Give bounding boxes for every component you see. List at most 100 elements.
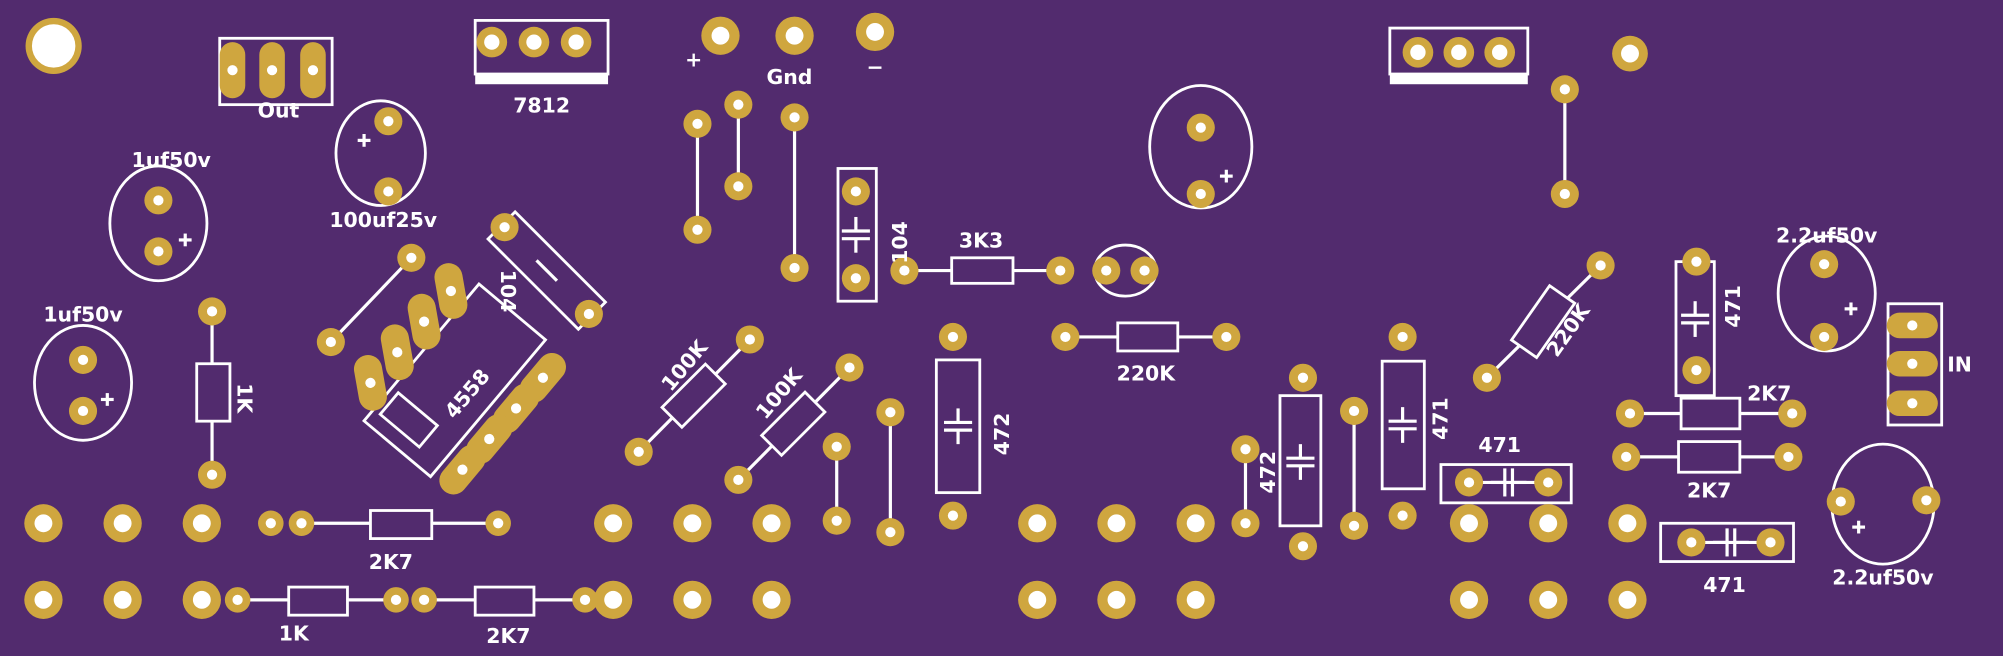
drill-hole bbox=[692, 224, 703, 235]
resistor-100k-b-body bbox=[759, 390, 827, 458]
label-out: Out bbox=[258, 98, 300, 122]
drill-hole bbox=[1240, 518, 1251, 529]
drill-hole bbox=[1907, 320, 1918, 331]
resistor-1k-body bbox=[195, 362, 232, 423]
drill-hole bbox=[1028, 590, 1047, 609]
drill-hole bbox=[537, 372, 549, 383]
label-220k-h: 220K bbox=[1117, 361, 1177, 385]
resistor-2k7-bottom-b-body bbox=[473, 585, 536, 617]
drill-hole bbox=[683, 590, 702, 609]
oval-pad bbox=[219, 42, 246, 99]
label-in: IN bbox=[1947, 352, 1972, 376]
resistor-220k-body bbox=[1116, 321, 1180, 353]
oval-pad bbox=[259, 42, 285, 99]
capacitor-1uf-top-outline bbox=[108, 164, 209, 283]
drill-hole bbox=[1348, 405, 1360, 417]
drill-hole bbox=[1618, 514, 1637, 533]
label-2k7-b: 2K7 bbox=[1687, 479, 1731, 503]
drill-hole bbox=[1028, 514, 1047, 533]
drill-hole bbox=[113, 590, 132, 609]
drill-hole bbox=[1621, 451, 1632, 463]
drill-hole bbox=[383, 116, 394, 127]
silk-line bbox=[535, 259, 559, 282]
drill-hole bbox=[692, 118, 703, 129]
drill-hole bbox=[493, 518, 504, 529]
drill-hole bbox=[683, 514, 702, 533]
drill-hole bbox=[265, 518, 276, 529]
drill-hole bbox=[1055, 265, 1066, 276]
drill-hole bbox=[1543, 477, 1554, 488]
drill-hole bbox=[77, 405, 89, 417]
drill-hole bbox=[1621, 44, 1639, 63]
label-gnd: Gnd bbox=[766, 65, 812, 89]
mounting-hole-drill bbox=[31, 24, 76, 68]
label-3k3: 3K3 bbox=[959, 229, 1003, 253]
drill-hole bbox=[1618, 590, 1637, 609]
label-2k7-bottom-a: 2K7 bbox=[369, 550, 413, 574]
label-471-bottom: 471 bbox=[1703, 573, 1746, 597]
drill-hole bbox=[831, 441, 842, 452]
drill-hole bbox=[232, 594, 243, 605]
drill-hole bbox=[604, 590, 623, 609]
drill-hole bbox=[785, 26, 804, 45]
drill-hole bbox=[1819, 331, 1830, 343]
drill-hole bbox=[1539, 590, 1558, 609]
label-2-2uf-bottom: 2.2uf50v bbox=[1832, 566, 1933, 590]
drill-hole bbox=[1765, 537, 1776, 548]
drill-hole bbox=[1195, 122, 1206, 133]
oval-pad bbox=[434, 263, 468, 319]
drill-hole bbox=[266, 65, 278, 76]
oval-pad bbox=[439, 444, 486, 495]
drill-hole bbox=[206, 469, 218, 480]
drill-hole bbox=[1297, 541, 1309, 552]
drill-hole bbox=[604, 514, 623, 533]
ic-4558-outline bbox=[362, 282, 548, 479]
drill-hole bbox=[390, 594, 402, 605]
drill-hole bbox=[457, 464, 468, 475]
oval-pad bbox=[300, 42, 326, 99]
drill-hole bbox=[1348, 520, 1360, 531]
resistor-2k7-b-body bbox=[1677, 440, 1742, 474]
drill-hole bbox=[418, 594, 430, 605]
drill-hole bbox=[762, 590, 781, 609]
capacitor-471-vert-outline bbox=[1380, 359, 1426, 491]
capacitor-2-2uf-top-outline bbox=[1776, 234, 1877, 353]
drill-hole bbox=[1221, 331, 1232, 343]
label-100uf-left: 100uf25v bbox=[329, 208, 437, 232]
resistor-100k-a-body bbox=[660, 362, 728, 430]
label-plus-terminal: + bbox=[685, 47, 702, 71]
label-minus-terminal: − bbox=[866, 55, 883, 79]
drill-hole bbox=[633, 446, 644, 457]
resistor-3k3-body bbox=[950, 256, 1015, 285]
drill-hole bbox=[392, 347, 403, 358]
resistor-1k-bottom-body bbox=[287, 585, 349, 617]
drill-hole bbox=[153, 195, 164, 206]
drill-hole bbox=[307, 65, 319, 76]
drill-hole bbox=[1783, 451, 1794, 463]
capacitor-472-a-outline bbox=[934, 358, 982, 495]
copper-pads-layer bbox=[24, 12, 1941, 619]
label-471-h: 471 bbox=[1478, 433, 1521, 457]
drill-hole bbox=[227, 65, 238, 76]
drill-hole bbox=[789, 112, 800, 123]
drill-hole bbox=[365, 377, 376, 388]
label-1uf-top: 1uf50v bbox=[132, 148, 211, 172]
drill-hole bbox=[383, 186, 394, 197]
jumper-wire bbox=[329, 256, 413, 344]
label-471-right: 471 bbox=[1721, 285, 1745, 328]
drill-hole bbox=[885, 407, 896, 418]
drill-hole bbox=[733, 181, 744, 192]
capacitor-100uf-left-outline bbox=[334, 99, 427, 207]
drill-hole bbox=[1492, 44, 1508, 60]
drill-hole bbox=[325, 336, 336, 348]
drill-hole bbox=[1686, 537, 1697, 548]
label-104-diag: 104 bbox=[496, 270, 520, 313]
drill-hole bbox=[1835, 496, 1846, 507]
drill-hole bbox=[153, 246, 164, 257]
resistor-220k-diag-body bbox=[1509, 283, 1577, 360]
label-472-a: 472 bbox=[990, 413, 1014, 456]
drill-hole bbox=[568, 34, 584, 50]
oval-pad bbox=[353, 355, 387, 411]
